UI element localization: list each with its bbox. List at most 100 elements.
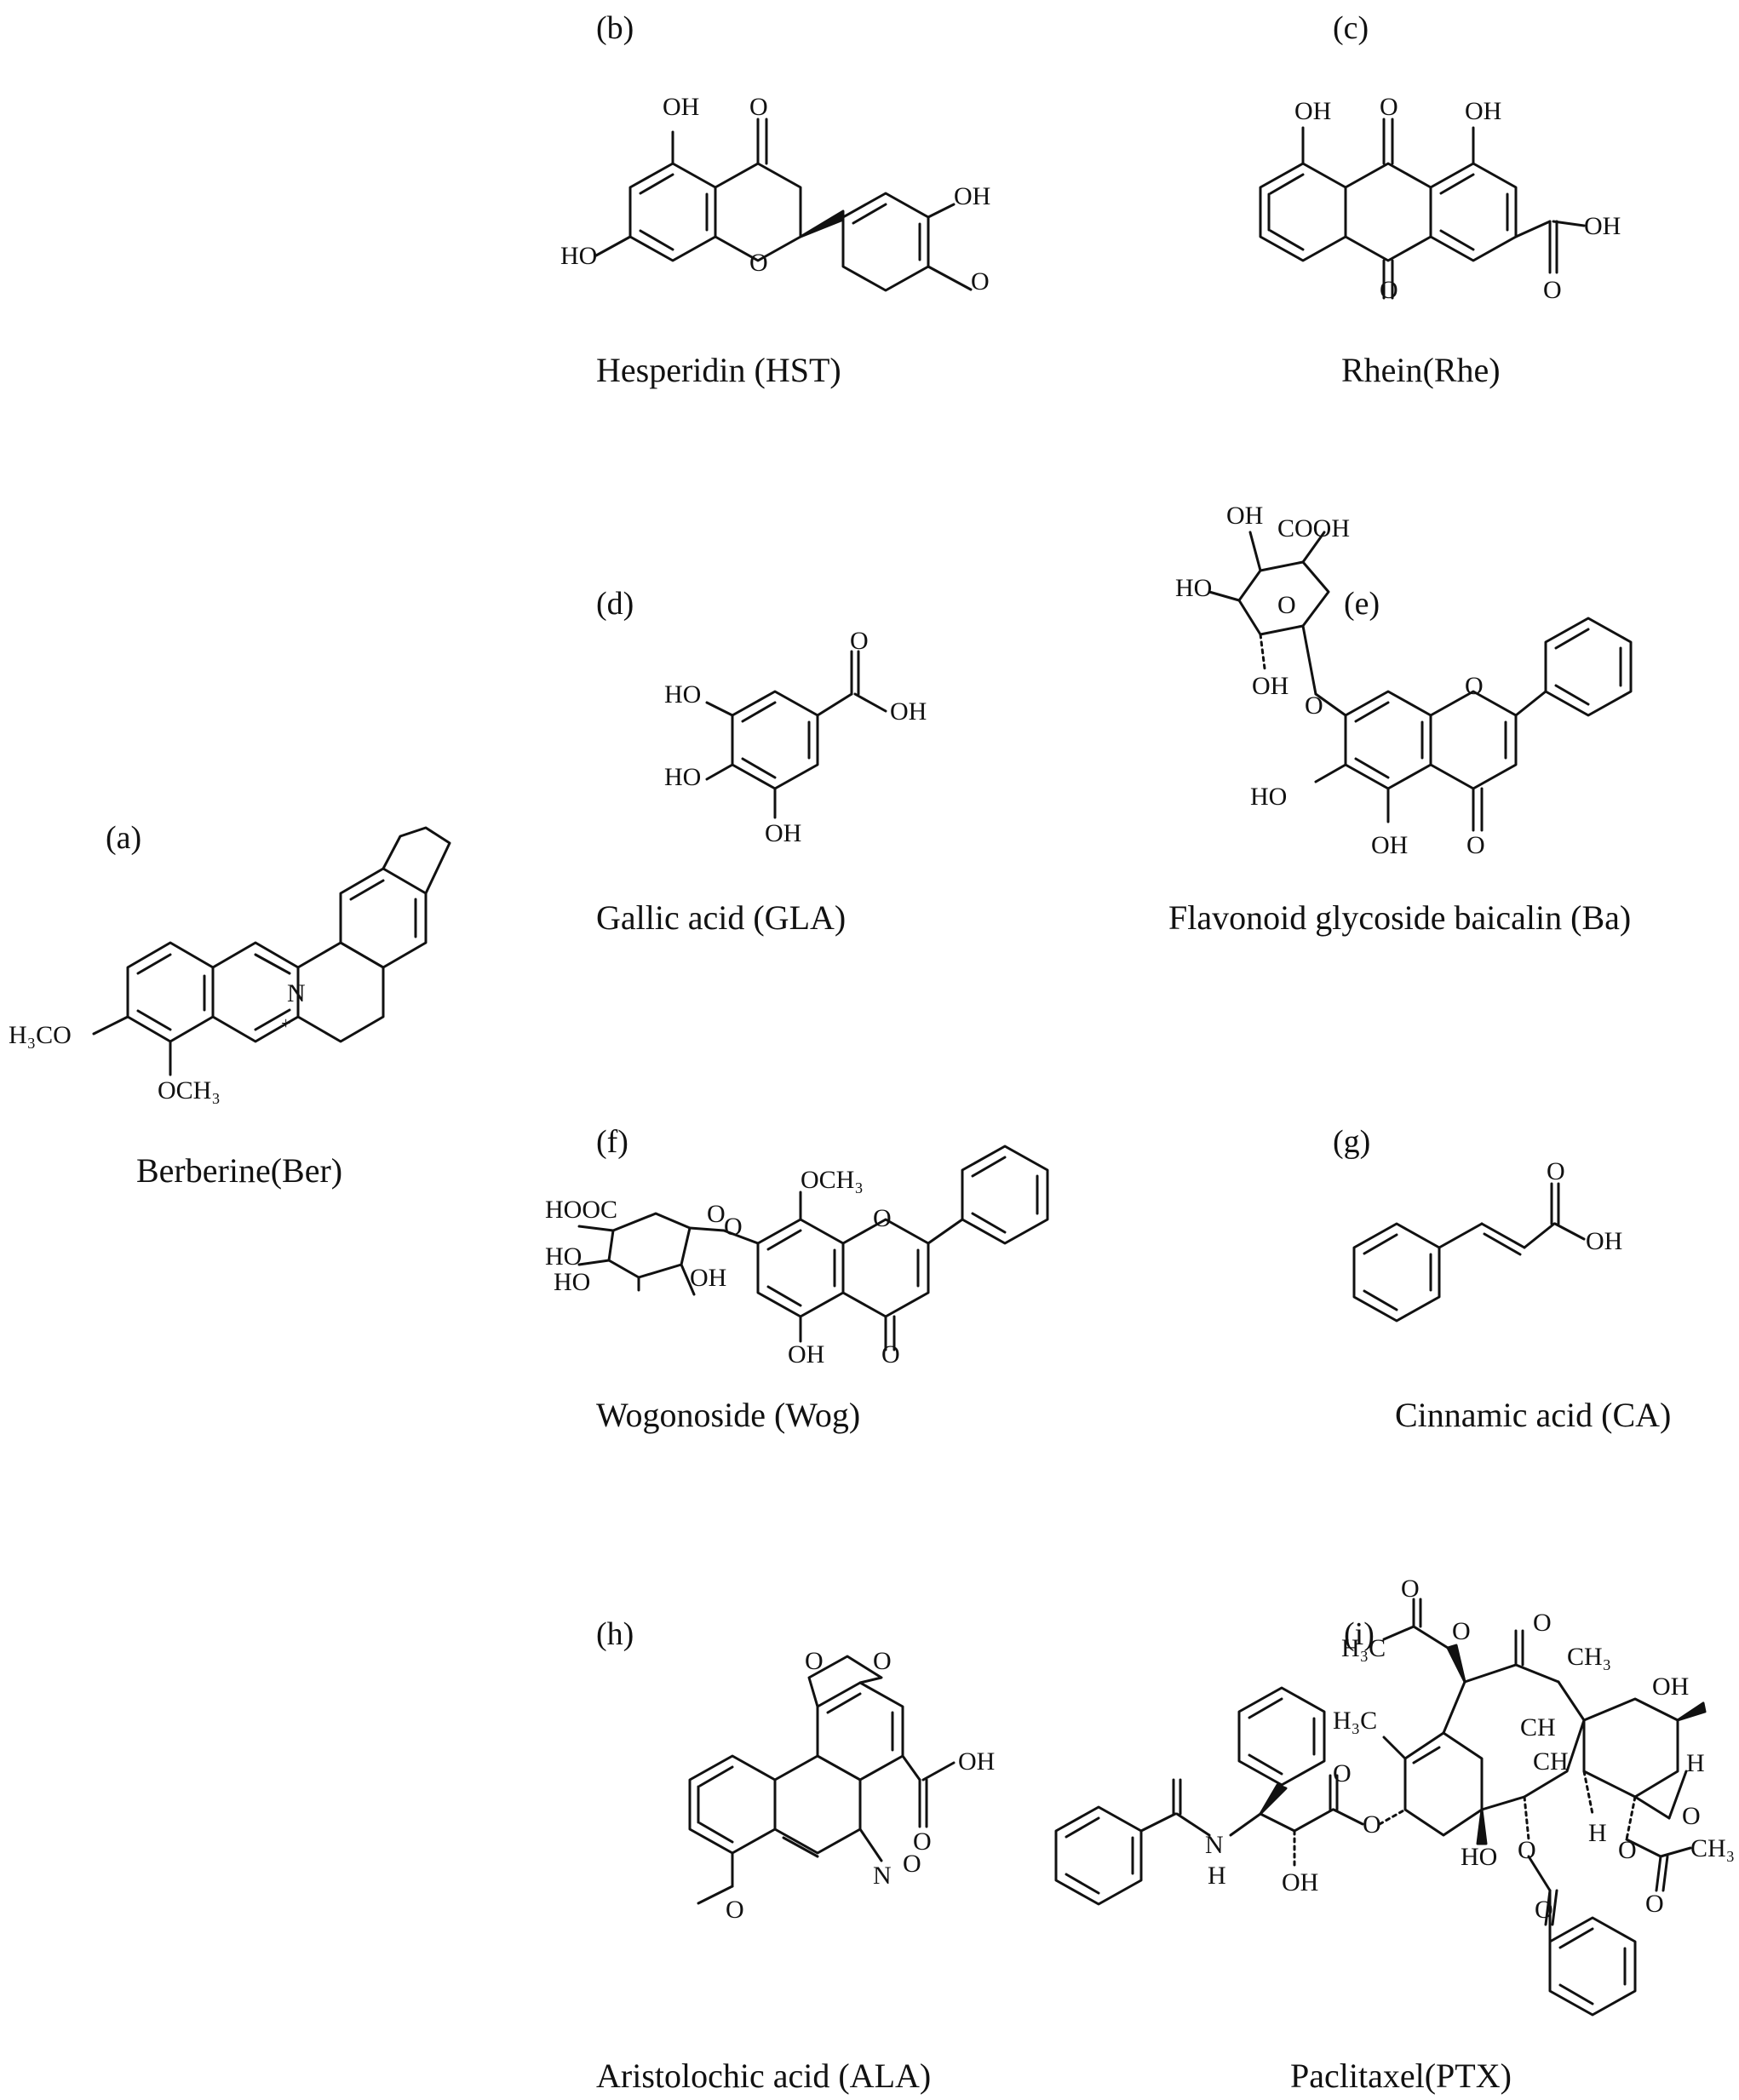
- atom-label: OH: [1465, 97, 1501, 125]
- atom-label: O: [749, 249, 768, 277]
- atom-label: H₃C: [1333, 1707, 1377, 1735]
- atom-label: OH: [954, 182, 990, 210]
- atom-label: N: [287, 979, 306, 1007]
- structure-paclitaxel: O O H₃C O CH₃ OH H₃C CH CH O H O N H OH …: [1054, 1575, 1735, 2017]
- atom-label: O: [1682, 1802, 1701, 1830]
- panel-label-b: (b): [596, 10, 634, 46]
- atom-label: HO: [1175, 574, 1212, 602]
- atom-label: O: [903, 1850, 921, 1878]
- atom-label: OH: [1371, 831, 1408, 859]
- atom-label: O: [1401, 1575, 1420, 1603]
- structure-wogonoside: OCH₃ HOOC O O O HO HO OH OH O: [545, 1145, 1049, 1368]
- atom-label: H₃CO: [9, 1021, 72, 1049]
- atom-label: N: [1205, 1831, 1224, 1859]
- atom-label: O: [724, 1213, 743, 1241]
- atom-label: H: [1686, 1749, 1705, 1777]
- atom-label: O: [1466, 831, 1485, 859]
- atom-label: HO: [560, 242, 597, 270]
- structure-cinnamic-acid: O OH: [1352, 1157, 1622, 1323]
- atom-label: OH: [1584, 212, 1621, 240]
- atom-label: OH: [1252, 672, 1288, 700]
- berberine-labels: N + H₃CO OCH₃: [9, 979, 306, 1105]
- atom-label: O: [873, 1204, 892, 1232]
- structure-aristolochic-acid: O O OH O N O O: [688, 1647, 995, 1924]
- structure-hesperidin: OH O OH HO O O: [560, 93, 990, 295]
- atom-label: O: [1645, 1890, 1664, 1918]
- panel-label-i: (i): [1344, 1616, 1375, 1652]
- atom-label: O: [726, 1896, 744, 1924]
- atom-label: OH: [1652, 1673, 1689, 1701]
- atom-label: O: [749, 93, 768, 121]
- atom-label: O: [1465, 672, 1484, 700]
- caption-wogonoside: Wogonoside (Wog): [596, 1396, 861, 1434]
- atom-label: OH: [765, 819, 801, 847]
- atom-label: CH₃: [1567, 1643, 1611, 1671]
- caption-rhein: Rhein(Rhe): [1341, 351, 1501, 389]
- atom-label: O: [1618, 1836, 1637, 1864]
- atom-label: O: [1277, 591, 1296, 619]
- atom-label: O: [1380, 93, 1398, 121]
- atom-label: OH: [890, 697, 927, 726]
- atom-label: O: [1533, 1609, 1552, 1637]
- atom-label: HO: [664, 680, 701, 709]
- caption-berberine: Berberine(Ber): [136, 1151, 343, 1190]
- atom-label: N: [873, 1862, 892, 1890]
- atom-label: HO: [1461, 1843, 1497, 1871]
- atom-label: OH: [1586, 1227, 1622, 1255]
- atom-label: HO: [1250, 783, 1287, 811]
- caption-gallic-acid: Gallic acid (GLA): [596, 898, 847, 937]
- panel-label-d: (d): [596, 586, 634, 622]
- atom-label: H: [1208, 1862, 1226, 1890]
- atom-label: O: [1380, 276, 1398, 304]
- atom-label: O: [881, 1340, 900, 1368]
- atom-label: O: [707, 1200, 726, 1228]
- atom-label: O: [913, 1827, 932, 1856]
- atom-label: HO: [664, 763, 701, 791]
- structure-rhein: OH O OH OH O O: [1259, 93, 1621, 304]
- atom-label: O: [1363, 1810, 1381, 1839]
- atom-label: OH: [958, 1747, 995, 1776]
- atom-label: O: [850, 627, 869, 655]
- atom-label: O: [971, 267, 990, 295]
- atom-label: OH: [1294, 97, 1331, 125]
- atom-label: OH: [663, 93, 699, 121]
- panel-label-g: (g): [1333, 1124, 1371, 1160]
- panel-label-e: (e): [1344, 586, 1380, 622]
- atom-label: O: [1333, 1759, 1352, 1787]
- atom-label: CH: [1533, 1747, 1569, 1776]
- caption-paclitaxel: Paclitaxel(PTX): [1290, 2057, 1512, 2095]
- atom-label: HO: [554, 1268, 590, 1296]
- atom-label: OCH₃: [801, 1166, 864, 1194]
- structure-baicalin: OH COOH HO O OH O O HO OH O: [1175, 502, 1633, 859]
- caption-hesperidin: Hesperidin (HST): [596, 351, 841, 389]
- atom-label: O: [1452, 1617, 1471, 1645]
- atom-label: COOH: [1277, 514, 1350, 542]
- caption-aristolochic-acid: Aristolochic acid (ALA): [596, 2057, 932, 2095]
- panel-label-h: (h): [596, 1616, 634, 1652]
- structure-berberine: N + H₃CO OCH₃: [9, 826, 451, 1105]
- caption-baicalin: Flavonoid glycoside baicalin (Ba): [1168, 898, 1632, 937]
- atom-label: OCH₃: [158, 1076, 221, 1105]
- atom-label: OH: [788, 1340, 824, 1368]
- atom-label: O: [873, 1647, 892, 1675]
- atom-label: O: [1535, 1896, 1553, 1924]
- atom-label: OH: [1282, 1868, 1318, 1896]
- atom-label: CH₃: [1690, 1834, 1735, 1862]
- atom-label: HOOC: [545, 1196, 617, 1224]
- caption-cinnamic-acid: Cinnamic acid (CA): [1395, 1396, 1672, 1434]
- atom-label: HO: [545, 1242, 582, 1271]
- panel-label-f: (f): [596, 1124, 628, 1160]
- panel-label-a: (a): [106, 820, 142, 856]
- atom-label: O: [805, 1647, 824, 1675]
- atom-label: OH: [1226, 502, 1263, 530]
- atom-label: O: [1518, 1836, 1536, 1864]
- atom-label: O: [1547, 1157, 1565, 1185]
- atom-label: H: [1588, 1819, 1607, 1847]
- atom-label: H₃C: [1341, 1634, 1386, 1662]
- structure-gallic-acid: O HO OH HO OH: [664, 627, 927, 847]
- atom-label: O: [1305, 691, 1323, 720]
- panel-label-c: (c): [1333, 10, 1369, 46]
- atom-label: OH: [690, 1264, 726, 1292]
- atom-label: O: [1543, 276, 1562, 304]
- atom-label: +: [281, 1014, 290, 1033]
